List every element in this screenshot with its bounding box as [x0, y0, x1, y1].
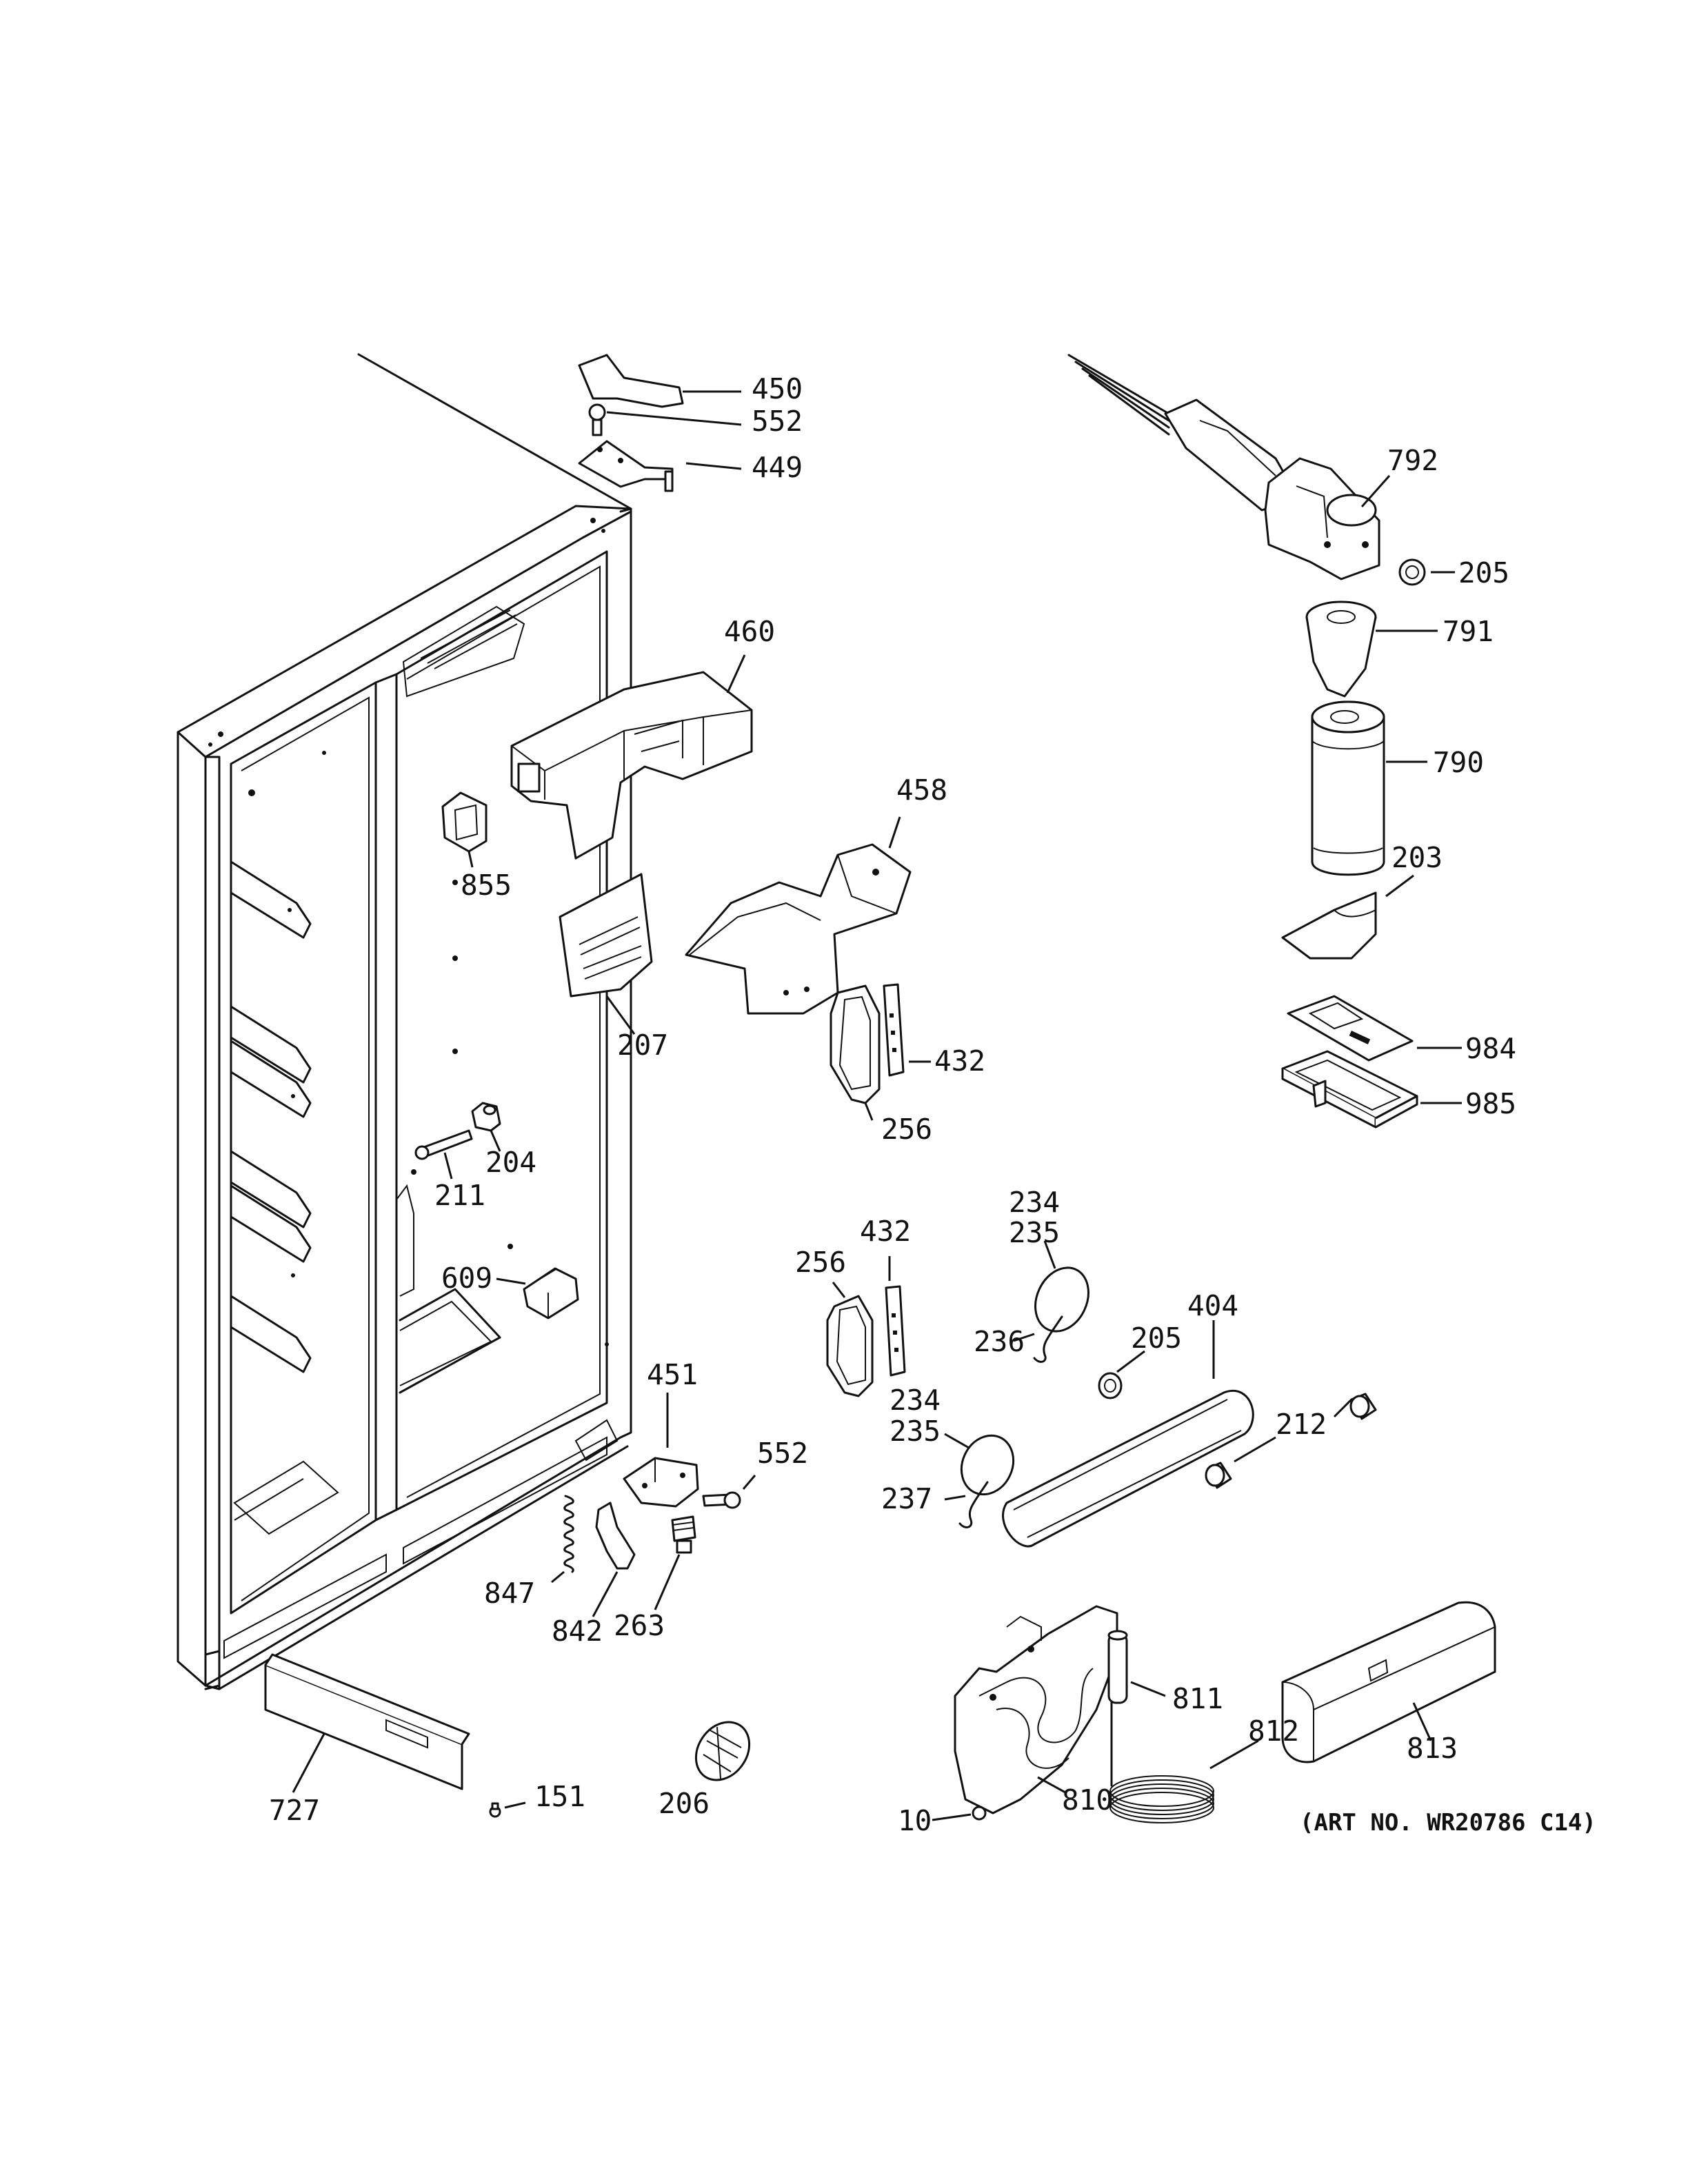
hinge-screw-552	[588, 403, 742, 436]
label-234-lower: 234	[890, 1384, 941, 1417]
label-234-upper: 234	[1009, 1186, 1060, 1219]
label-847: 847	[484, 1577, 535, 1610]
bushing-212-left	[1205, 1436, 1276, 1489]
filter-tray-985	[1281, 1050, 1462, 1129]
label-811: 811	[1172, 1682, 1223, 1715]
label-727: 727	[269, 1794, 320, 1827]
label-985: 985	[1465, 1087, 1516, 1120]
top-hinge-cover-450	[578, 354, 741, 408]
screw-211	[414, 1129, 473, 1180]
bushing-205-lower	[1098, 1350, 1145, 1399]
bushing-212-right	[1333, 1393, 1377, 1420]
led-strip-432-lower	[885, 1256, 906, 1377]
label-256-upper: 256	[881, 1113, 932, 1146]
label-203: 203	[1391, 841, 1443, 874]
dispenser-cover-207	[559, 873, 653, 1035]
label-236: 236	[974, 1325, 1025, 1358]
filter-tubing	[1067, 354, 1170, 436]
screw-10	[932, 1806, 987, 1821]
label-404: 404	[1187, 1289, 1238, 1322]
light-socket-234-lower	[944, 1433, 1015, 1528]
light-socket-234-upper	[1013, 1240, 1089, 1363]
label-10: 10	[898, 1804, 932, 1837]
led-strip-432-upper	[883, 983, 931, 1077]
label-206: 206	[659, 1787, 710, 1820]
art-number: (ART NO. WR20786 C14)	[1300, 1809, 1596, 1837]
label-810: 810	[1062, 1783, 1113, 1817]
label-792: 792	[1387, 444, 1438, 477]
spring-847	[551, 1495, 574, 1584]
hinge-screw-552-lower	[702, 1475, 756, 1509]
label-609: 609	[441, 1262, 492, 1295]
filter-adapter-791	[1305, 600, 1438, 698]
dispenser-housing-460	[510, 654, 753, 860]
label-812: 812	[1248, 1715, 1299, 1748]
bushing-205-upper	[1398, 558, 1455, 586]
kick-plate-727	[264, 1653, 470, 1793]
label-449: 449	[752, 451, 803, 484]
screw-151	[489, 1801, 526, 1818]
water-valve-bracket-810	[954, 1605, 1118, 1814]
light-shield-404	[1002, 1320, 1254, 1548]
callout-labels: 450 552 449 460 855 458 207 432 256 204 …	[269, 372, 1596, 1837]
spacer-204	[471, 1102, 501, 1152]
filter-head-792	[1164, 398, 1391, 580]
label-813: 813	[1407, 1732, 1458, 1765]
label-855: 855	[461, 869, 512, 902]
label-235-lower: 235	[890, 1415, 941, 1448]
top-hinge-449	[578, 440, 742, 492]
cam-842	[592, 1502, 636, 1617]
label-205-lower: 205	[1131, 1322, 1182, 1355]
dispenser-chute-458	[685, 816, 912, 1015]
filter-cover-203	[1281, 874, 1414, 960]
label-451: 451	[647, 1358, 698, 1391]
cover-813	[1281, 1601, 1496, 1763]
label-842: 842	[552, 1615, 603, 1648]
label-791: 791	[1443, 615, 1494, 648]
cover-206	[694, 1721, 751, 1781]
switch-609	[496, 1267, 579, 1320]
label-552-lower: 552	[757, 1437, 808, 1470]
bottom-hinge-451	[623, 1393, 699, 1508]
label-237: 237	[881, 1482, 932, 1515]
label-552-top: 552	[752, 405, 803, 438]
tubing-coil-812	[1109, 1701, 1259, 1823]
label-256-lower: 256	[795, 1246, 846, 1279]
damper-855	[441, 791, 488, 868]
label-204: 204	[485, 1146, 536, 1179]
label-263: 263	[614, 1609, 665, 1642]
water-filter-790	[1311, 700, 1427, 876]
tube-811	[1107, 1630, 1166, 1704]
label-984: 984	[1465, 1032, 1516, 1065]
label-458: 458	[896, 774, 947, 807]
light-lens-256-lower	[826, 1282, 874, 1397]
label-205-upper: 205	[1458, 556, 1509, 589]
label-460: 460	[724, 615, 775, 648]
label-450: 450	[752, 372, 803, 405]
label-235-upper: 235	[1009, 1216, 1060, 1249]
light-lens-256-upper	[830, 984, 881, 1121]
label-790: 790	[1433, 746, 1484, 779]
refrigerator-cabinet	[177, 353, 632, 1690]
label-207: 207	[617, 1029, 668, 1062]
filter-label-984	[1287, 995, 1462, 1062]
label-151: 151	[534, 1780, 585, 1813]
label-432-lower: 432	[860, 1215, 911, 1248]
label-212: 212	[1276, 1408, 1327, 1441]
pivot-263	[654, 1515, 696, 1610]
label-432-upper: 432	[934, 1044, 985, 1078]
label-211: 211	[434, 1179, 485, 1212]
